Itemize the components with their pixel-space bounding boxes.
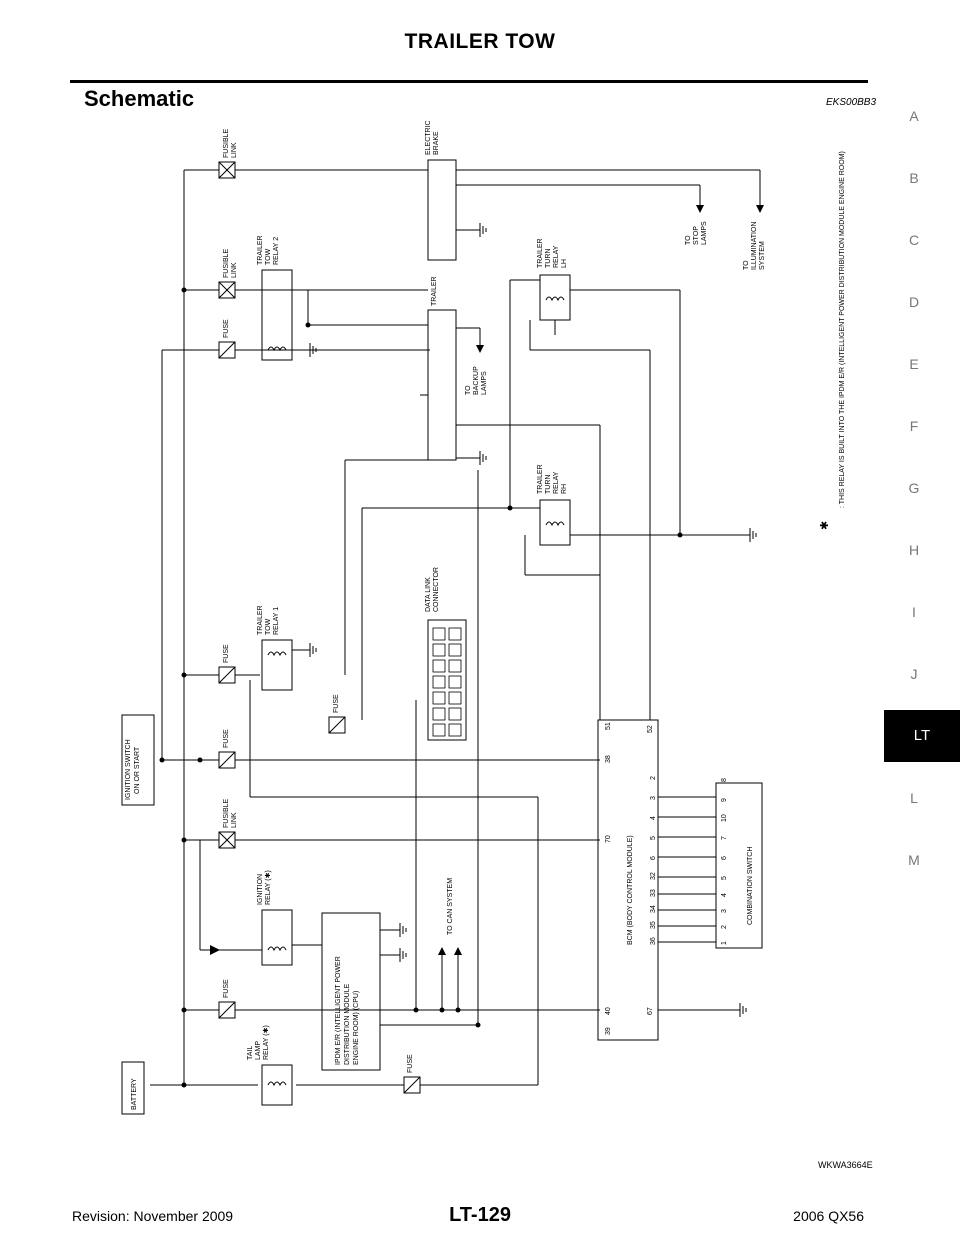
label-fuse-2: FUSE — [223, 644, 230, 663]
svg-text:DATA LINKCONNECTOR: DATA LINKCONNECTOR — [425, 567, 440, 612]
label-fuse-6: FUSE — [407, 1054, 414, 1073]
bcm-pin: 5 — [650, 836, 657, 840]
combo-pin: 7 — [721, 836, 728, 840]
label-to-can-system: TO CAN SYSTEM — [447, 878, 454, 935]
combo-pin: 5 — [721, 876, 728, 880]
side-index-letter[interactable]: I — [912, 604, 916, 620]
label-fuse-3: FUSE — [223, 729, 230, 748]
bcm-pin: 51 — [605, 722, 612, 730]
svg-text:ELECTRICBRAKE: ELECTRICBRAKE — [425, 120, 440, 155]
bcm-pin: 3 — [650, 796, 657, 800]
side-index-letter[interactable]: E — [909, 356, 919, 372]
bcm-pin: 2 — [650, 776, 657, 780]
side-index-letter[interactable]: C — [908, 232, 920, 248]
label-fuse-4: FUSE — [223, 979, 230, 998]
label-combination-switch: COMBINATION SWITCH — [747, 847, 754, 925]
side-index-letter[interactable]: B — [909, 170, 919, 186]
label-to-backup-lamps: TO — [465, 385, 472, 395]
label-fusible-link-1: FUSIBLE — [223, 128, 230, 158]
svg-text:TOSTOPLAMPS: TOSTOPLAMPS — [685, 221, 708, 245]
label-electric-brake: ELECTRIC — [425, 120, 432, 155]
label-fusible-link-2: FUSIBLE — [223, 248, 230, 278]
label-ignition-switch: IGNITION SWITCH — [125, 739, 132, 800]
side-index-letter[interactable]: D — [908, 294, 920, 310]
bcm-pin: 35 — [650, 921, 657, 929]
bcm-pin: 67 — [647, 1007, 654, 1015]
figure-id: WKWA3664E — [818, 1160, 873, 1170]
side-index-active-tab[interactable]: LT — [884, 710, 960, 762]
bcm-pin: 6 — [650, 856, 657, 860]
svg-text:FUSIBLELINK: FUSIBLELINK — [223, 248, 238, 278]
bcm-pin: 70 — [605, 835, 612, 843]
bcm-pin: 39 — [605, 1027, 612, 1035]
label-trailer: TRAILER — [431, 276, 438, 306]
combo-pin: 3 — [721, 909, 728, 913]
bcm-pin: 33 — [650, 889, 657, 897]
bcm-pin: 40 — [605, 1007, 612, 1015]
label-fuse-5: FUSE — [333, 694, 340, 713]
ignition-switch-box — [121, 714, 155, 806]
battery-box — [121, 1061, 145, 1115]
label-to-stop-lamps: TO — [685, 235, 692, 245]
label-ipdm: IPDM E/R (INTELLIGENT POWER — [335, 956, 342, 1065]
svg-text:TRAILERTURNRELAYLH: TRAILERTURNRELAYLH — [537, 238, 568, 268]
wiring-schematic: FUSIBLELINK FUSIBLELINK FUSE FUSE FUSE F… — [121, 120, 846, 1115]
label-battery: BATTERY — [131, 1078, 138, 1110]
label-tail-lamp-relay: TAIL — [247, 1046, 254, 1060]
bcm-pin: 36 — [650, 937, 657, 945]
combo-pin: 6 — [721, 856, 728, 860]
label-trailer-tow-relay-1: TRAILER — [257, 605, 264, 635]
side-index-letter[interactable]: G — [908, 480, 920, 496]
label-trailer-turn-relay-rh: TRAILER — [537, 464, 544, 494]
combo-pin: 2 — [721, 925, 728, 929]
svg-text:TRAILERTOWRELAY 1: TRAILERTOWRELAY 1 — [257, 605, 280, 635]
svg-text:TOBACKUPLAMPS: TOBACKUPLAMPS — [465, 366, 488, 395]
svg-text:TRAILERTURNRELAYRH: TRAILERTURNRELAYRH — [537, 464, 568, 494]
side-index-letter[interactable]: A — [909, 108, 919, 124]
label-bcm: BCM (BODY CONTROL MODULE) — [627, 835, 634, 945]
label-trailer-tow-relay-2: TRAILER — [257, 235, 264, 265]
side-index-letter[interactable]: L — [910, 790, 918, 806]
combo-pin: 1 — [721, 941, 728, 945]
label-ignition-relay: IGNITION — [257, 874, 264, 905]
svg-text:IGNITIONRELAY (✱): IGNITIONRELAY (✱) — [257, 870, 272, 905]
header-rule — [70, 80, 868, 83]
side-index-letter[interactable]: H — [908, 542, 920, 558]
footnote-star: ✱ — [819, 521, 831, 530]
footer-revision: Revision: November 2009 — [72, 1208, 234, 1224]
page-header: TRAILER TOW — [404, 30, 556, 53]
label-fuse-1: FUSE — [223, 319, 230, 338]
section-title: Schematic — [84, 86, 195, 111]
svg-text:TOILLUMINATIONSYSTEM: TOILLUMINATIONSYSTEM — [743, 222, 766, 271]
label-data-link-connector: DATA LINK — [425, 577, 432, 612]
label-fusible-link-3: FUSIBLE — [223, 798, 230, 828]
side-index-letter[interactable]: M — [908, 852, 920, 868]
footer-model: 2006 QX56 — [793, 1208, 864, 1224]
bcm-pin: 4 — [650, 816, 657, 820]
side-index-letter[interactable]: J — [910, 666, 918, 682]
combo-pin: 4 — [721, 893, 728, 897]
combo-pin: 10 — [721, 814, 728, 822]
bcm-pin: 32 — [650, 872, 657, 880]
svg-text:TRAILERTOWRELAY 2: TRAILERTOWRELAY 2 — [257, 235, 280, 265]
combo-pin: 8 — [721, 778, 728, 782]
combo-pin: 9 — [721, 798, 728, 802]
svg-text:FUSIBLELINK: FUSIBLELINK — [223, 798, 238, 828]
footer-page-number: LT-129 — [449, 1204, 511, 1226]
bcm-pin: 34 — [650, 905, 657, 913]
footnote-text: : THIS RELAY IS BUILT INTO THE IPDM E/R … — [839, 151, 846, 508]
label-trailer-turn-relay-lh: TRAILER — [537, 238, 544, 268]
svg-text:FUSIBLELINK: FUSIBLELINK — [223, 128, 238, 158]
bcm-pin: 38 — [605, 755, 612, 763]
side-index-letter[interactable]: F — [909, 418, 919, 434]
svg-text:TAILLAMPRELAY (✱): TAILLAMPRELAY (✱) — [247, 1025, 270, 1060]
section-code: EKS00BB3 — [826, 97, 877, 108]
bcm-pin: 52 — [647, 725, 654, 733]
label-to-illumination: TO — [743, 260, 750, 270]
